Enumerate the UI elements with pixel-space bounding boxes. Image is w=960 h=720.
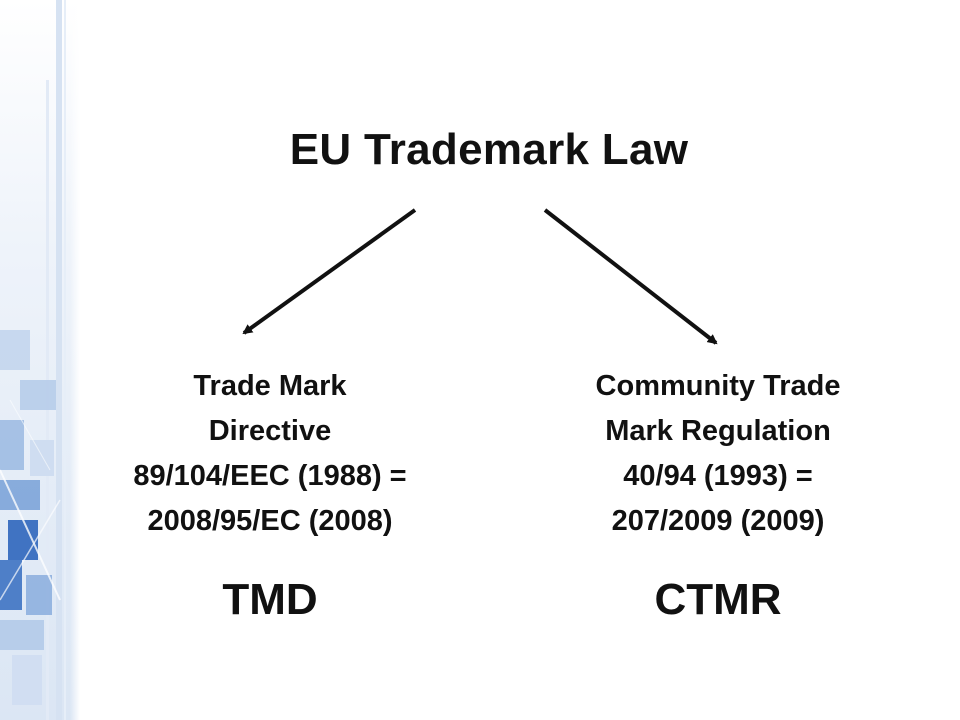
branch-left-line: 89/104/EEC (1988) = bbox=[133, 460, 407, 492]
branch-right-description: Community Trade Mark Regulation 40/94 (1… bbox=[518, 364, 918, 544]
branch-right-abbreviation: CTMR bbox=[654, 575, 782, 624]
branch-left-abbreviation: TMD bbox=[222, 575, 318, 624]
branch-left-description: Trade Mark Directive 89/104/EEC (1988) =… bbox=[70, 364, 470, 544]
arrow-left bbox=[242, 208, 417, 335]
branch-left-line: 2008/95/EC (2008) bbox=[147, 505, 393, 537]
branch-right-line: 40/94 (1993) = bbox=[623, 460, 813, 492]
decorative-sidebar-pattern bbox=[0, 0, 80, 720]
branch-right-line: Mark Regulation bbox=[605, 415, 831, 447]
arrow-right bbox=[543, 208, 718, 345]
branch-left-line: Directive bbox=[208, 415, 332, 447]
branch-right-line: Community Trade bbox=[595, 370, 841, 402]
branch-right-line: 207/2009 (2009) bbox=[611, 505, 825, 537]
diagram-title: EU Trademark Law bbox=[289, 125, 689, 174]
branch-left-line: Trade Mark bbox=[193, 370, 347, 402]
